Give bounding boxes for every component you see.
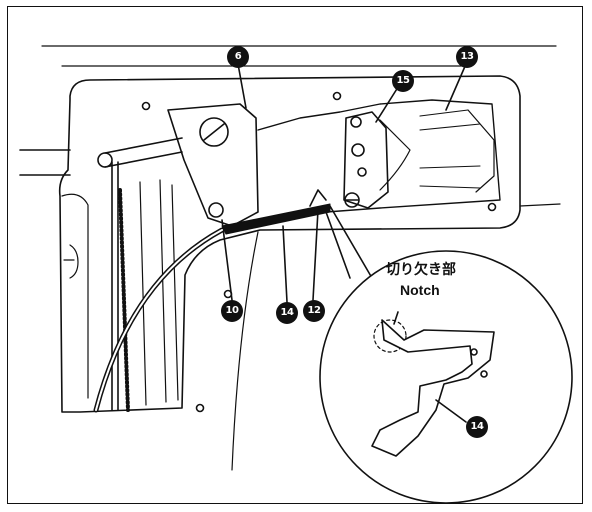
- bracket-screw: [199, 117, 229, 147]
- callout-10: 10: [221, 300, 243, 322]
- bracket: [167, 103, 259, 227]
- callout-14: 14: [276, 302, 298, 324]
- detail-magnifier: [319, 250, 573, 504]
- callout-15: 15: [392, 70, 414, 92]
- part-14-detail-shape: [371, 319, 495, 457]
- callout-13: 13: [456, 46, 478, 68]
- plate: [343, 111, 389, 209]
- lower-screw: [208, 202, 224, 218]
- notch-label-japanese: 切り欠き部: [386, 262, 456, 278]
- notch-label-english: Notch: [400, 282, 440, 298]
- notch-highlight: [373, 319, 407, 353]
- callout-6: 6: [227, 46, 249, 68]
- callout-12: 12: [303, 300, 325, 322]
- callout-14-detail: 14: [466, 416, 488, 438]
- pulley: [97, 152, 113, 168]
- machine-body: [58, 75, 521, 413]
